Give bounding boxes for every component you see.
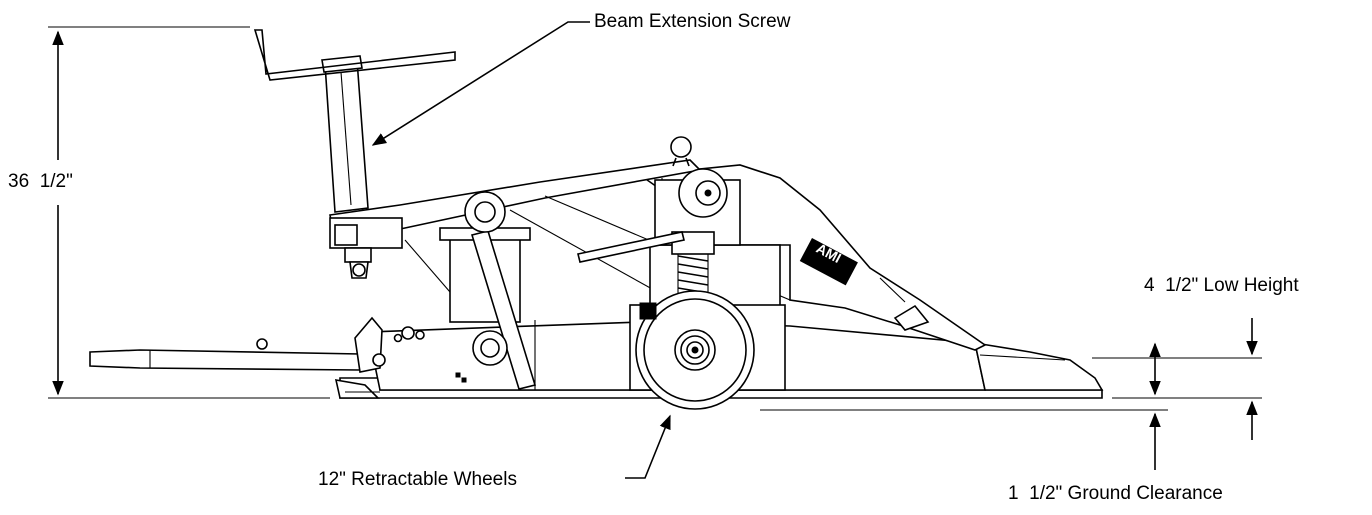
beam-extension-screw-label: Beam Extension Screw — [594, 11, 791, 32]
retractable-wheels-label: 12" Retractable Wheels — [318, 469, 517, 490]
wheels-leader — [625, 414, 671, 479]
low-height-dimension — [760, 318, 1262, 470]
machine-body: AMI — [89, 29, 1104, 399]
logo-plate — [799, 238, 858, 286]
overall-height-dimension — [48, 26, 330, 399]
overall-height-label: 36 1/2" — [8, 171, 73, 192]
low-height-label: 4 1/2" Low Height — [1144, 275, 1299, 296]
beam-screw-leader — [371, 21, 590, 146]
retractable-wheel — [635, 290, 755, 410]
ground-clearance-label: 1 1/2" Ground Clearance — [1008, 483, 1223, 504]
